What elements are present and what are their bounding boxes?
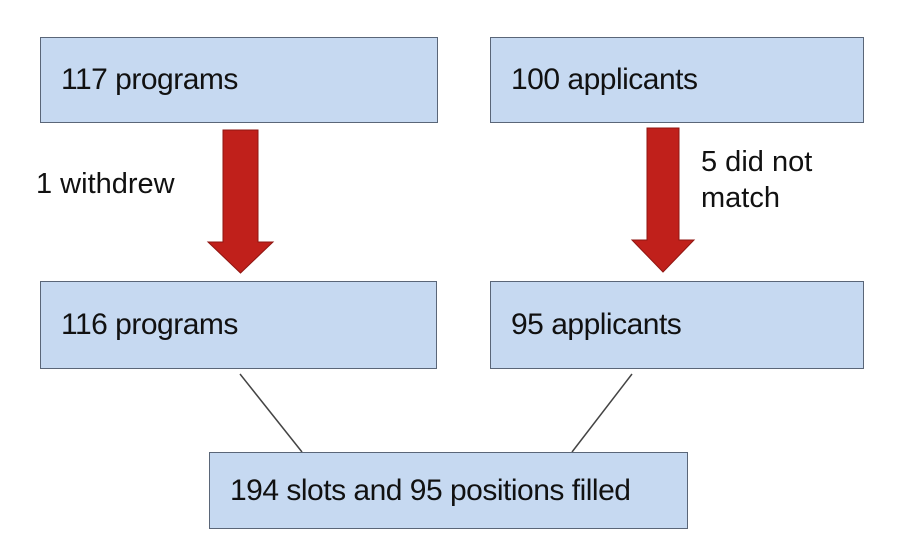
box-applicants-bottom: 95 applicants — [490, 281, 864, 369]
box-applicants-top-label: 100 applicants — [511, 63, 698, 96]
note-right-arrow: 5 did not match — [701, 144, 812, 216]
box-programs-bottom: 116 programs — [40, 281, 437, 369]
box-applicants-bottom-label: 95 applicants — [511, 308, 682, 341]
connector-line-left — [239, 373, 303, 453]
connector-line-right — [571, 373, 633, 453]
box-result: 194 slots and 95 positions filled — [209, 452, 688, 529]
box-applicants-top: 100 applicants — [490, 37, 864, 123]
note-left-arrow: 1 withdrew — [36, 166, 175, 202]
down-arrow-right — [630, 127, 696, 273]
box-result-label: 194 slots and 95 positions filled — [230, 473, 631, 507]
box-programs-bottom-label: 116 programs — [61, 308, 238, 341]
note-right-arrow-line1: 5 did not — [701, 146, 813, 178]
note-right-arrow-line2: match — [701, 182, 780, 214]
down-arrow-left — [206, 129, 275, 274]
note-left-arrow-text: 1 withdrew — [36, 168, 175, 200]
box-programs-top-label: 117 programs — [61, 63, 238, 96]
box-programs-top: 117 programs — [40, 37, 438, 123]
